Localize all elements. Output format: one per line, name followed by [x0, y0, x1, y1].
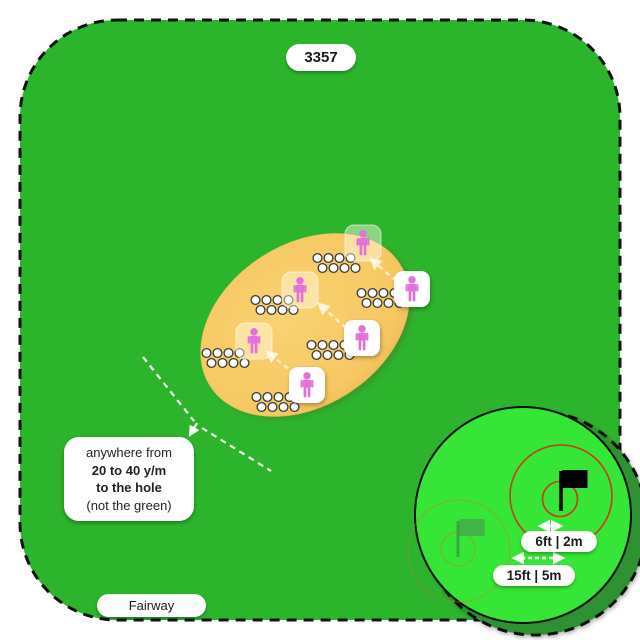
- player-tile-sand: [281, 271, 319, 309]
- golf-ball-icon: [312, 252, 323, 264]
- ghost-flag-icon: [459, 519, 485, 536]
- walk-arrow: [369, 257, 397, 282]
- golf-ball-cluster: [250, 294, 299, 316]
- walk-arrow: [317, 302, 347, 329]
- walk-arrow: [265, 350, 296, 375]
- note-line-4: (not the green): [86, 497, 172, 513]
- golf-ball-icon: [289, 401, 300, 413]
- walk-arrows-group: [265, 257, 397, 375]
- golf-ball-icon: [350, 262, 361, 274]
- player-tile-white: [289, 367, 325, 403]
- player-tile-sand: [344, 224, 382, 262]
- golf-ball-icon: [201, 347, 212, 359]
- golf-ball-icon: [277, 304, 288, 316]
- golf-ball-icon: [223, 347, 234, 359]
- golf-ball-icon: [339, 262, 350, 274]
- players-group: [235, 224, 430, 403]
- drill-note-box: anywhere from 20 to 40 y/m to the hole (…: [64, 437, 194, 521]
- golf-ball-icon: [212, 347, 223, 359]
- golf-ball-icon: [272, 294, 283, 306]
- player-tile-white: [344, 320, 380, 356]
- golf-ball-icon: [333, 349, 344, 361]
- golf-ball-icon: [311, 349, 322, 361]
- note-line-3: to the hole: [96, 480, 162, 495]
- distance-badge-small: 6ft | 2m: [521, 531, 597, 552]
- golf-ball-icon: [323, 252, 334, 264]
- golf-ball-icon: [251, 391, 262, 403]
- player-tile-white: [394, 271, 430, 307]
- golf-ball-icon: [328, 262, 339, 274]
- distance-small-label: 6ft | 2m: [535, 534, 583, 549]
- ghost-radius-circle-large: [407, 499, 511, 603]
- golf-ball-icon: [256, 401, 267, 413]
- distance-badge-large: 15ft | 5m: [493, 565, 575, 586]
- person-icon: [293, 277, 307, 303]
- golf-ball-icon: [372, 297, 383, 309]
- golf-ball-icon: [262, 391, 273, 403]
- golf-ball-icon: [255, 304, 266, 316]
- range-bracket-right-segment: [201, 427, 272, 472]
- golf-ball-icon: [367, 287, 378, 299]
- golf-ball-icon: [250, 294, 261, 306]
- range-bracket-left-segment: [142, 356, 195, 422]
- distance-large-label: 15ft | 5m: [506, 568, 562, 583]
- person-icon: [300, 372, 314, 398]
- person-icon: [405, 276, 419, 302]
- golf-ball-icon: [239, 357, 250, 369]
- golf-ball-icon: [261, 294, 272, 306]
- golf-ball-icon: [356, 287, 367, 299]
- golf-ball-icon: [328, 339, 339, 351]
- golf-ball-cluster: [251, 391, 300, 413]
- fairway-label: Fairway: [128, 598, 175, 613]
- golf-ball-icon: [283, 294, 294, 306]
- range-bracket-pointer: [188, 422, 200, 437]
- golf-ball-icon: [228, 357, 239, 369]
- note-line-2: 20 to 40 y/m: [91, 462, 167, 478]
- golf-ball-cluster: [201, 347, 250, 369]
- golf-ball-icon: [273, 391, 284, 403]
- range-bracket: [142, 356, 272, 472]
- golf-ball-icon: [334, 252, 345, 264]
- golf-ball-icon: [378, 287, 389, 299]
- golf-ball-icon: [267, 401, 278, 413]
- golf-ball-icon: [278, 401, 289, 413]
- putting-green-circle: [414, 406, 632, 624]
- golf-ball-icon: [361, 297, 372, 309]
- ghost-pin-group: [407, 499, 511, 603]
- person-icon: [355, 325, 369, 351]
- person-icon: [356, 230, 370, 256]
- hole-number-badge: 3357: [286, 44, 356, 71]
- golf-ball-icon: [345, 252, 356, 264]
- person-icon: [247, 328, 261, 354]
- golf-ball-icon: [206, 357, 217, 369]
- pin-flag-icon: [562, 470, 588, 488]
- golf-ball-icon: [317, 339, 328, 351]
- hole-number-label: 3357: [304, 49, 338, 66]
- golf-ball-icon: [266, 304, 277, 316]
- bunker-ellipse: [200, 233, 410, 417]
- golf-ball-icon: [317, 262, 328, 274]
- golf-ball-icon: [306, 339, 317, 351]
- golf-ball-icon: [322, 349, 333, 361]
- note-line-1: anywhere from: [86, 445, 172, 460]
- player-tile-sand: [235, 322, 273, 360]
- golf-ball-icon: [383, 297, 394, 309]
- golf-ball-cluster: [312, 252, 361, 274]
- fairway-badge: Fairway: [97, 594, 206, 617]
- golf-ball-icon: [217, 357, 228, 369]
